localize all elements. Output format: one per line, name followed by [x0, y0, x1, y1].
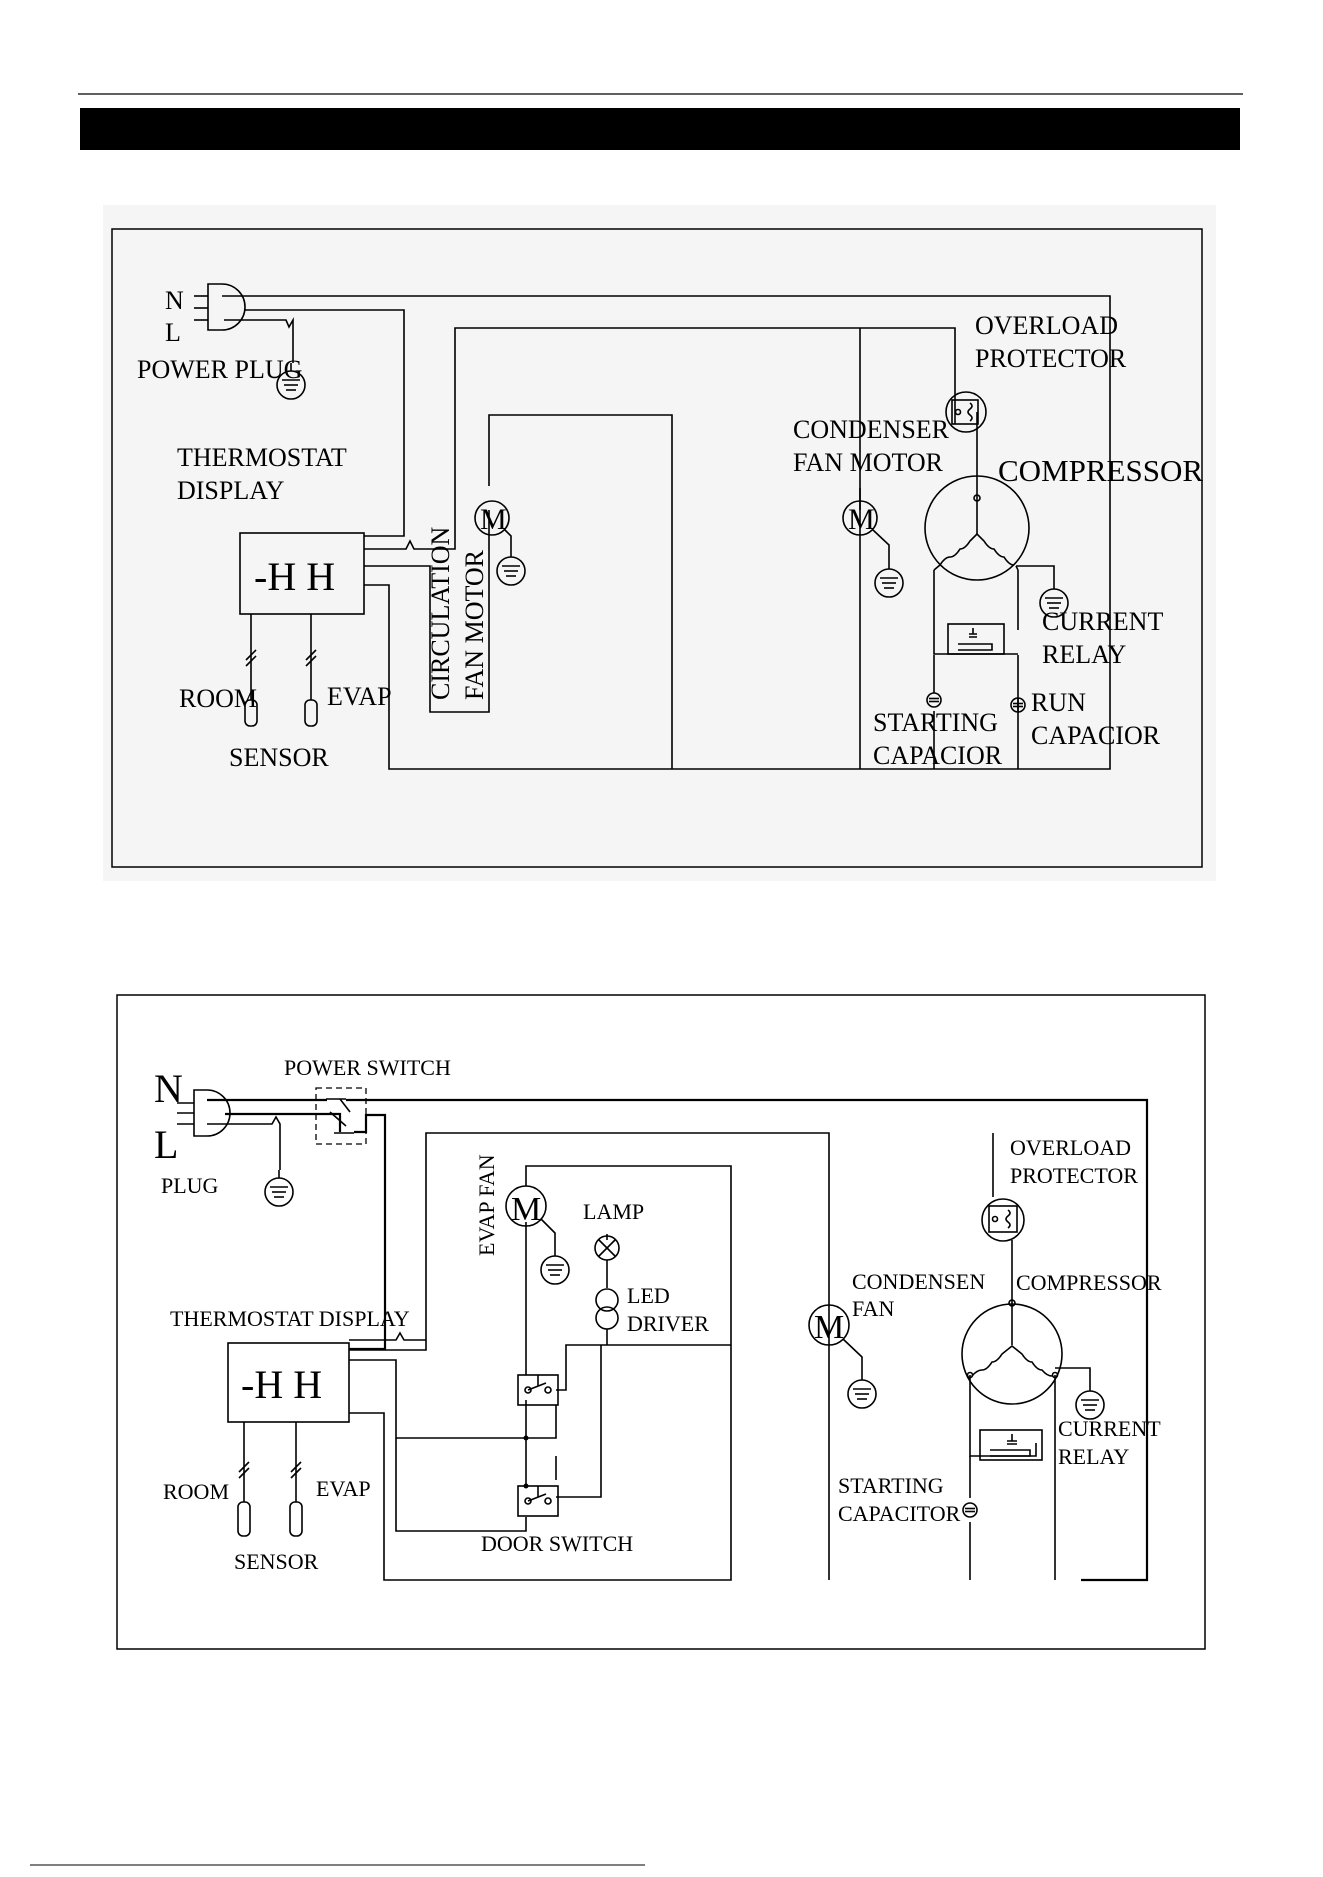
door-switch-lower-icon	[517, 1485, 559, 1517]
l-terminal-label: L	[154, 1122, 178, 1167]
lamp-symbol	[594, 1234, 620, 1261]
condenser-fan-label-line1: CONDENSER	[793, 415, 950, 444]
section-header-bar	[80, 108, 1240, 150]
compressor-symbol	[961, 1299, 1063, 1405]
condenser-fan-label-line2: FAN MOTOR	[793, 448, 944, 477]
compressor-label: COMPRESSOR	[1016, 1270, 1162, 1295]
diagram2-frame	[116, 994, 1206, 1650]
overload-protector-label-line1: OVERLOAD	[975, 311, 1118, 340]
starting-capacitor-label-line1: STARTING	[838, 1473, 944, 1498]
overload-protector	[945, 391, 987, 433]
door-switch-label: DOOR SWITCH	[481, 1531, 633, 1556]
run-capacitor-label-line1: RUN	[1031, 688, 1086, 717]
svg-text:M: M	[480, 503, 507, 536]
sensor-label: SENSOR	[229, 743, 329, 772]
svg-text:M: M	[814, 1309, 844, 1346]
wiring-diagram-2: M -H H	[116, 994, 1206, 1650]
plug-ground-icon	[264, 1169, 294, 1207]
current-relay-label-line2: RELAY	[1042, 640, 1126, 669]
starting-capacitor-label-line2: CAPACIOR	[873, 741, 1003, 770]
starting-capacitor-icon	[962, 1502, 978, 1518]
evap-sensor-label: EVAP	[316, 1476, 371, 1501]
compressor-label: COMPRESSOR	[998, 453, 1203, 488]
current-relay	[947, 623, 1005, 655]
n-terminal-label: N	[165, 286, 184, 315]
thermostat-label-line2: DISPLAY	[177, 476, 285, 505]
led-driver-symbol	[594, 1288, 619, 1346]
thermostat-display-unit: -H H	[227, 1342, 350, 1537]
power-plug-label: POWER PLUG	[137, 355, 302, 384]
overload-protector	[981, 1198, 1025, 1242]
evap-fan-label: EVAP FAN	[474, 1154, 499, 1256]
diagram2-wiring	[207, 1098, 1149, 1582]
starting-capacitor-label-line1: STARTING	[873, 708, 998, 737]
overload-protector-label-line2: PROTECTOR	[1010, 1163, 1138, 1188]
wiring-diagram-1: -H H M M	[103, 205, 1216, 881]
diagram1-wiring	[222, 295, 1111, 770]
evap-sensor-label: EVAP	[327, 682, 392, 711]
overload-protector-label-line1: OVERLOAD	[1010, 1135, 1131, 1160]
condensen-fan-label-line1: CONDENSEN	[852, 1269, 985, 1294]
l-terminal-label: L	[165, 318, 181, 347]
circulation-fan-label-line2: FAN MOTOR	[460, 549, 489, 700]
evap-sensor-probe	[289, 1501, 303, 1537]
diagram1-frame	[111, 228, 1203, 868]
power-switch-label: POWER SWITCH	[284, 1055, 451, 1080]
svg-text:M: M	[511, 1191, 541, 1228]
display-readout: -H H	[241, 1362, 322, 1407]
run-capacitor-label-line2: CAPACIOR	[1031, 721, 1161, 750]
condensen-fan-motor: M	[808, 1304, 877, 1409]
thermostat-display-unit: -H H	[239, 532, 365, 727]
diagram1-scan-background	[103, 205, 1216, 881]
current-relay-label-line1: CURRENT	[1058, 1416, 1161, 1441]
condensen-fan-label-line2: FAN	[852, 1296, 894, 1321]
display-readout: -H H	[254, 554, 335, 599]
thermostat-display-label: THERMOSTAT DISPLAY	[170, 1306, 410, 1331]
room-sensor-probe	[244, 699, 258, 727]
svg-text:M: M	[848, 503, 875, 536]
thermostat-label-line1: THERMOSTAT	[177, 443, 347, 472]
evap-sensor-probe	[304, 699, 318, 727]
n-terminal-label: N	[154, 1066, 183, 1111]
current-relay-label-line1: CURRENT	[1042, 607, 1163, 636]
plug-symbol	[177, 1089, 231, 1137]
evap-fan-motor: M	[505, 1185, 570, 1285]
condenser-fan-motor: M	[842, 500, 904, 598]
sensor-label: SENSOR	[234, 1549, 319, 1574]
led-driver-label-line2: DRIVER	[627, 1311, 709, 1336]
circulation-fan-motor: M	[474, 500, 526, 586]
room-sensor-label: ROOM	[179, 684, 257, 713]
compressor-symbol	[924, 475, 1030, 581]
plug-label: PLUG	[161, 1173, 219, 1198]
circulation-fan-label-line1: CIRCULATION	[426, 526, 455, 700]
lamp-label: LAMP	[583, 1199, 644, 1224]
overload-protector-label-line2: PROTECTOR	[975, 344, 1127, 373]
door-switch-upper-icon	[517, 1374, 559, 1406]
power-plug-symbol	[194, 283, 246, 331]
room-sensor-probe	[237, 1501, 251, 1537]
current-relay-label-line2: RELAY	[1058, 1444, 1129, 1469]
room-sensor-label: ROOM	[163, 1479, 229, 1504]
current-relay	[979, 1429, 1043, 1461]
compressor-ground-icon	[1075, 1382, 1105, 1420]
led-driver-label-line1: LED	[627, 1283, 670, 1308]
starting-capacitor-label-line2: CAPACITOR	[838, 1501, 961, 1526]
